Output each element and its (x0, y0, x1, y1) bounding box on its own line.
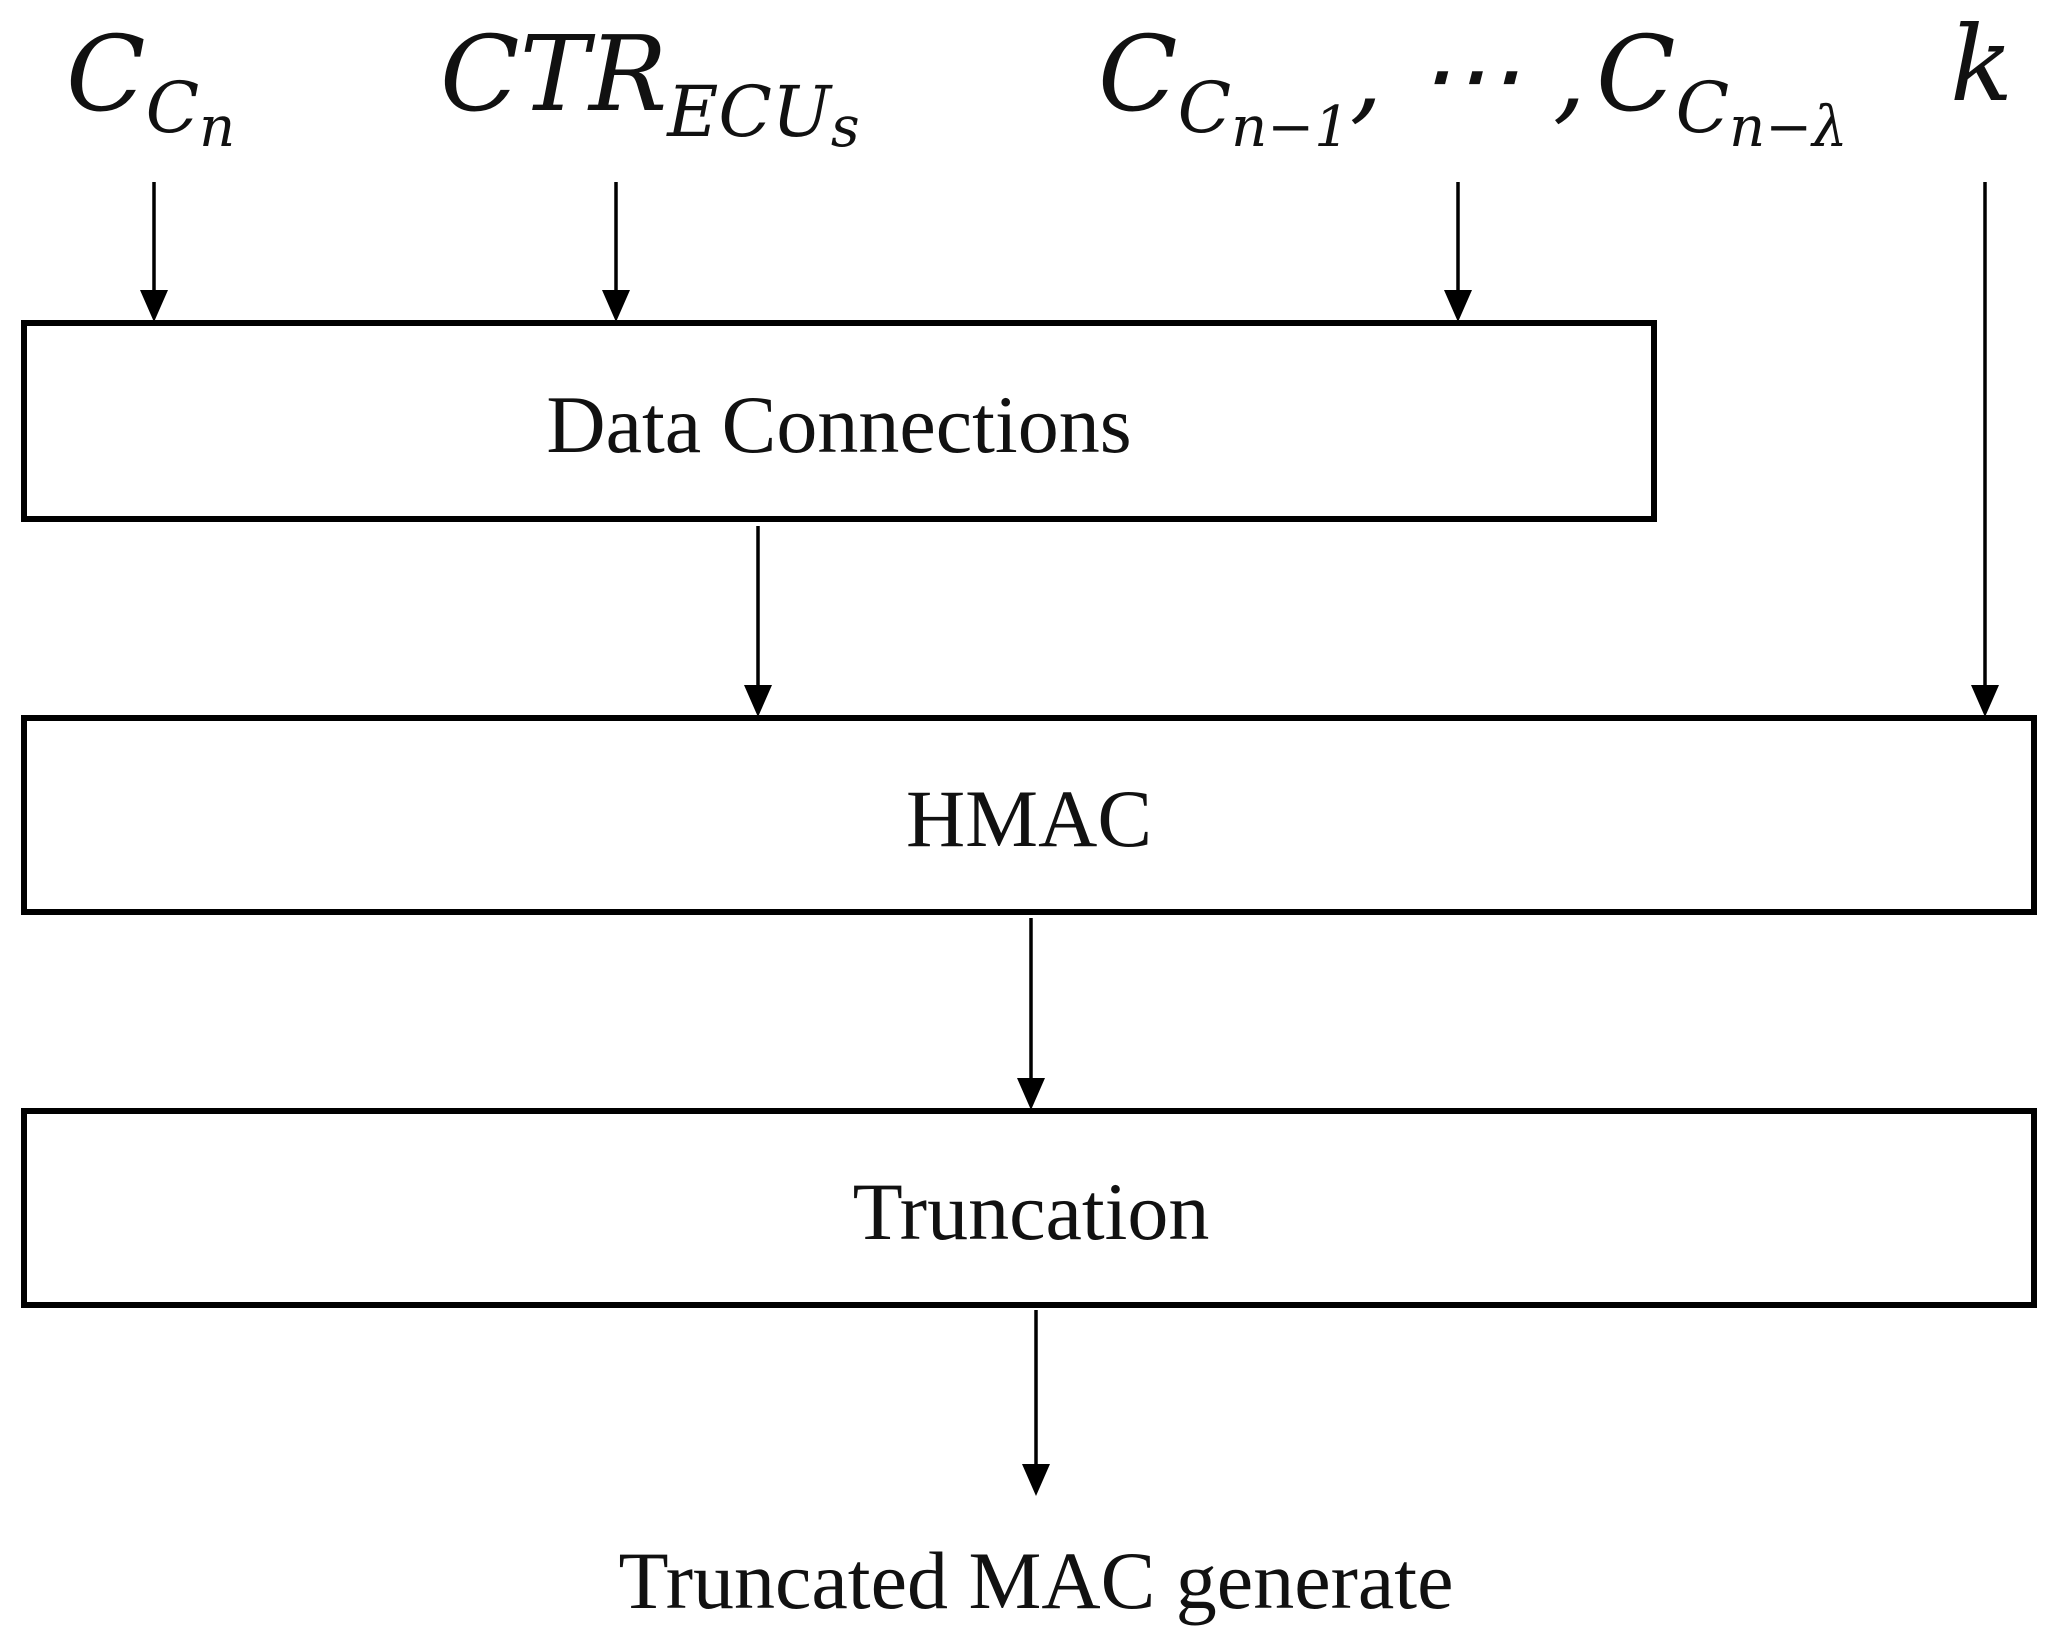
hmac-label: HMAC (906, 773, 1152, 864)
input-c-previous-range: CCn−1, ⋯ ,CCn−λ (1098, 13, 1848, 160)
input-ctr-ecus: CTRECUs (440, 13, 860, 160)
data-connections-box: Data Connections (21, 320, 1657, 522)
truncation-label: Truncation (853, 1166, 1210, 1257)
arrow-c-prev-to-data-connections (1444, 182, 1472, 322)
arrow-key-to-hmac (1971, 182, 1999, 717)
hmac-box: HMAC (21, 715, 2037, 915)
arrow-ctr-to-data-connections (602, 182, 630, 322)
arrow-data-connections-to-hmac (744, 526, 772, 717)
arrow-hmac-to-truncation (1017, 918, 1045, 1110)
arrow-c-cn-to-data-connections (140, 182, 168, 322)
data-connections-label: Data Connections (546, 379, 1131, 470)
arrow-truncation-to-output (1022, 1310, 1050, 1496)
input-key-k: k (1950, 3, 2013, 125)
truncation-box: Truncation (21, 1108, 2037, 1308)
output-label: Truncated MAC generate (619, 1535, 1454, 1626)
input-c-cn: CCn (66, 13, 235, 160)
